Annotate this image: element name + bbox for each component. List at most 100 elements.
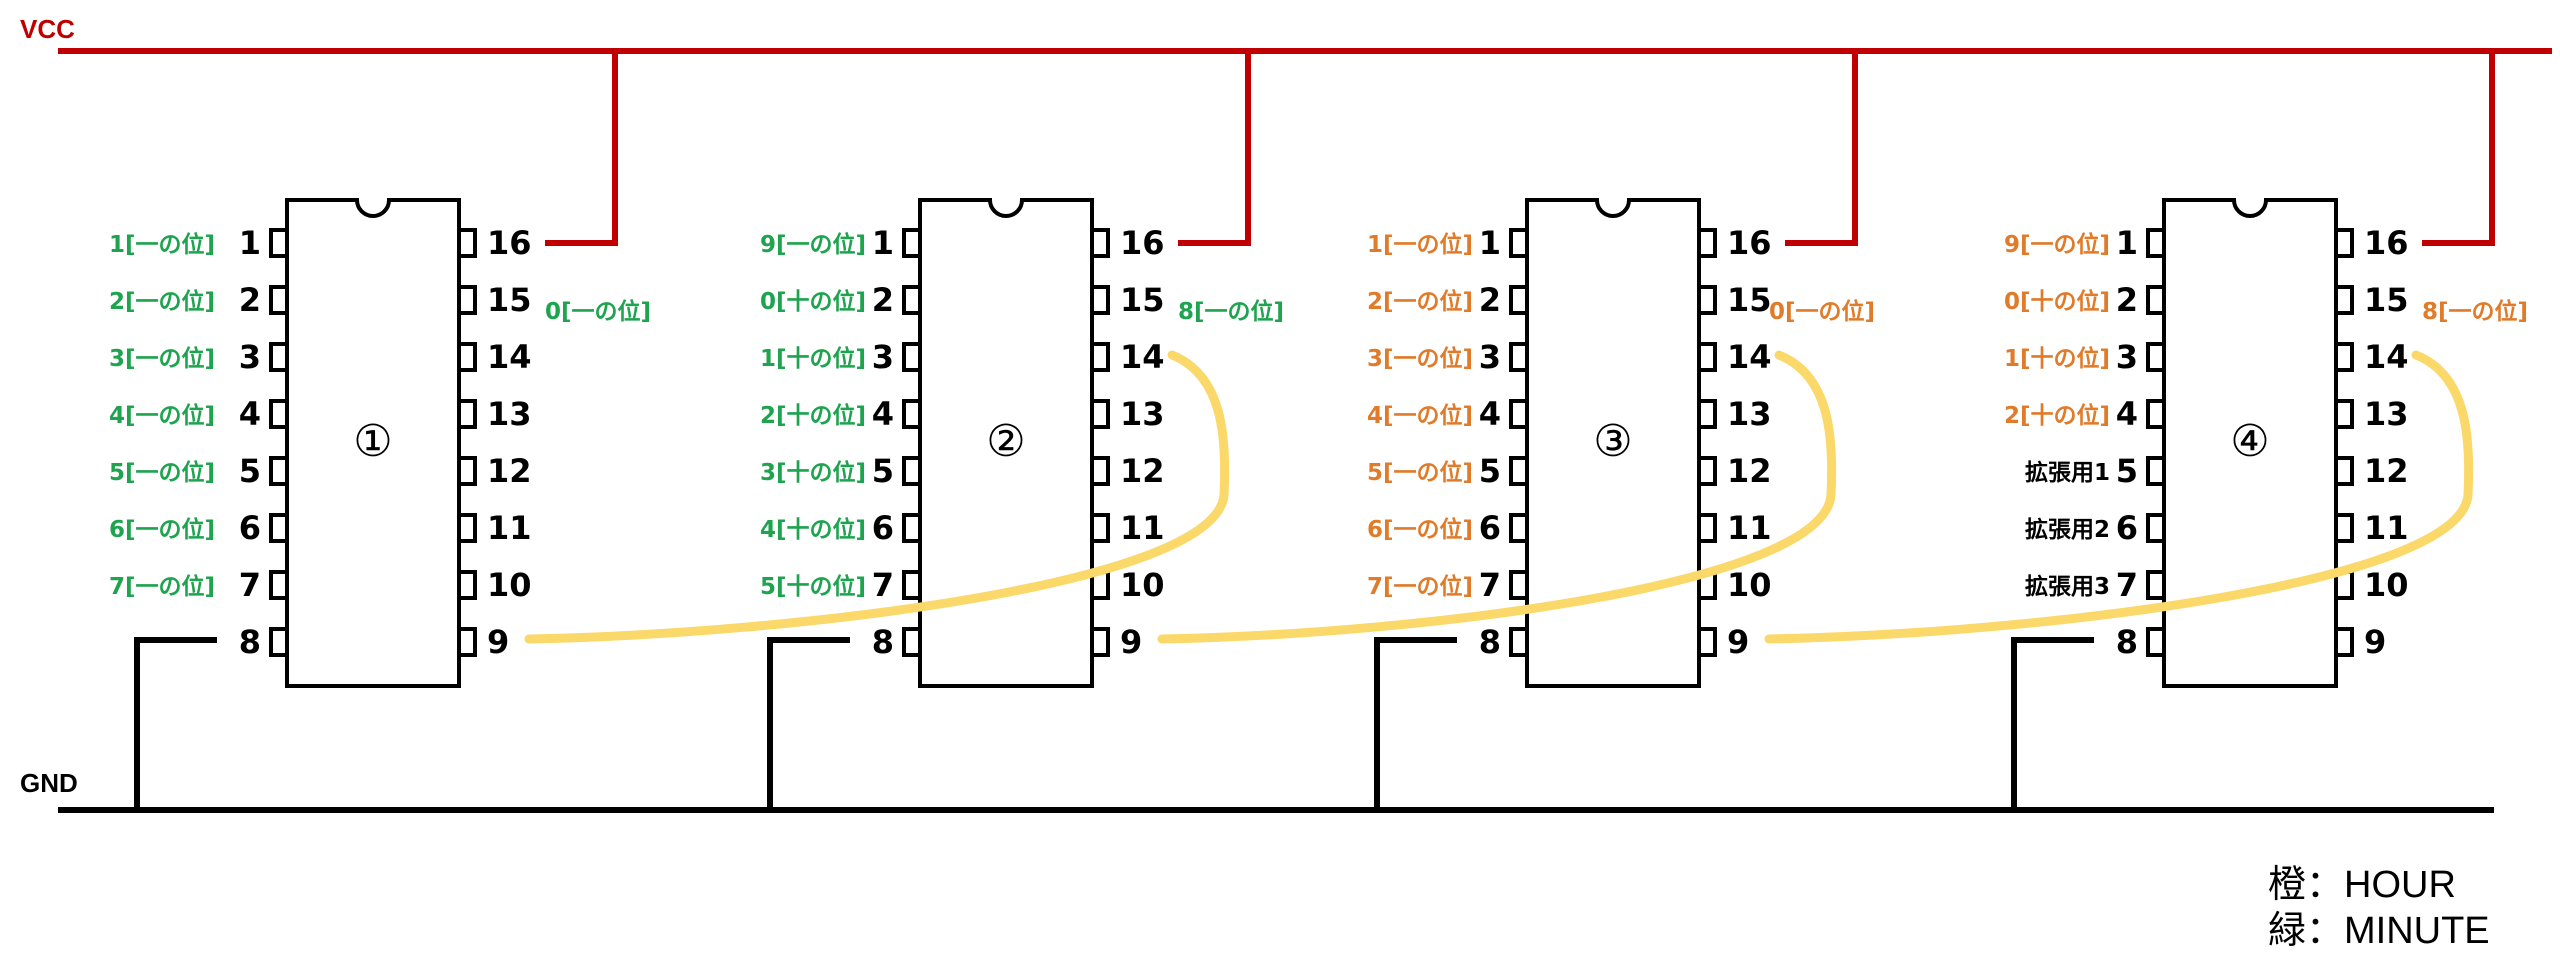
- vcc-wire: [545, 51, 618, 246]
- pin-stub: [1092, 285, 1110, 315]
- pin-stub: [1092, 627, 1110, 657]
- carry-wire: [1157, 350, 1837, 644]
- pin-number: 8: [239, 623, 261, 661]
- pin-label: 3[十の位]: [760, 459, 866, 486]
- pin-number: 14: [487, 338, 532, 376]
- pin-stub: [2146, 627, 2164, 657]
- pin-stub: [2336, 285, 2354, 315]
- pin-label: 0[十の位]: [760, 288, 866, 315]
- pin-stub: [902, 285, 920, 315]
- pin-label: 1[十の位]: [2004, 345, 2110, 372]
- wires: [134, 51, 2495, 810]
- pin-number: 8: [872, 623, 894, 661]
- pin-number: 11: [1727, 509, 1772, 547]
- ic-chip-3: ③11[一の位]1622[一の位]150[一の位]33[一の位]1444[一の位…: [1367, 198, 1875, 688]
- pin-stub: [459, 228, 477, 258]
- gnd-wire: [1374, 637, 1457, 810]
- pin-stub: [1509, 285, 1527, 315]
- pin-number: 5: [2116, 452, 2138, 490]
- pin-label: 拡張用3: [2025, 574, 2110, 600]
- pin-number: 4: [872, 395, 894, 433]
- pin-stub: [1509, 456, 1527, 486]
- pin-stub: [1509, 228, 1527, 258]
- pin-number: 11: [1120, 509, 1165, 547]
- pin-stub: [1699, 513, 1717, 543]
- pin-stub: [1699, 342, 1717, 372]
- pin-number: 11: [2364, 509, 2409, 547]
- pin-stub: [269, 342, 287, 372]
- pin-number: 10: [2364, 566, 2409, 604]
- pin-number: 15: [1727, 281, 1772, 319]
- legend-minute: 緑：MINUTE: [2268, 910, 2490, 952]
- pin-number: 6: [2116, 509, 2138, 547]
- pin-label: 0[十の位]: [2004, 288, 2110, 315]
- pin-label: 6[一の位]: [109, 516, 215, 543]
- gnd-label: GND: [20, 768, 78, 798]
- pin-number: 7: [239, 566, 261, 604]
- pin-stub: [1699, 627, 1717, 657]
- pin-stub: [902, 570, 920, 600]
- pin-stub: [269, 456, 287, 486]
- pin-stub: [459, 570, 477, 600]
- pin-label: 2[一の位]: [1367, 288, 1473, 315]
- pin-number: 13: [487, 395, 532, 433]
- pin-number: 11: [487, 509, 532, 547]
- pin-number: 4: [239, 395, 261, 433]
- pin-number: 6: [1479, 509, 1501, 547]
- pin-stub: [1509, 342, 1527, 372]
- pin-number: 14: [2364, 338, 2409, 376]
- pin-number: 16: [1120, 224, 1165, 262]
- pin-label: 4[一の位]: [1367, 402, 1473, 429]
- vcc-wire: [1785, 51, 1858, 246]
- pin-number: 4: [2116, 395, 2138, 433]
- pin-number: 10: [487, 566, 532, 604]
- pin-number: 3: [872, 338, 894, 376]
- pin-number: 12: [2364, 452, 2409, 490]
- pin-number: 3: [2116, 338, 2138, 376]
- pin-stub: [1092, 342, 1110, 372]
- pin-number: 6: [872, 509, 894, 547]
- pin-label: 1[一の位]: [109, 231, 215, 258]
- pin-stub: [1509, 570, 1527, 600]
- gnd-wire: [2011, 637, 2094, 810]
- pin-number: 16: [2364, 224, 2409, 262]
- pin-number: 8: [1479, 623, 1501, 661]
- pin-stub: [269, 513, 287, 543]
- pin-label: 2[十の位]: [760, 402, 866, 429]
- pin-label: 7[一の位]: [109, 573, 215, 600]
- pin-stub: [459, 513, 477, 543]
- pin-label: 3[一の位]: [109, 345, 215, 372]
- pin-number: 2: [239, 281, 261, 319]
- pin-label: 拡張用2: [2025, 517, 2110, 543]
- pin-number: 14: [1727, 338, 1772, 376]
- pin-number: 4: [1479, 395, 1501, 433]
- pin-label: 2[十の位]: [2004, 402, 2110, 429]
- pin-stub: [1699, 456, 1717, 486]
- pin-stub: [902, 228, 920, 258]
- pin-number: 10: [1120, 566, 1165, 604]
- pin-number: 8: [2116, 623, 2138, 661]
- pin-stub: [902, 513, 920, 543]
- pin-stub: [1092, 513, 1110, 543]
- pin-stub: [1699, 228, 1717, 258]
- pin-label: 0[一の位]: [545, 298, 651, 325]
- ic-body: [918, 198, 1094, 688]
- pin-stub: [2146, 456, 2164, 486]
- pin-number: 16: [487, 224, 532, 262]
- pin-number: 3: [1479, 338, 1501, 376]
- pin-number: 15: [1120, 281, 1165, 319]
- pin-number: 12: [1120, 452, 1165, 490]
- pin-label: 5[十の位]: [760, 573, 866, 600]
- ic-body: [285, 198, 461, 688]
- pin-stub: [459, 399, 477, 429]
- pin-number: 1: [2116, 224, 2138, 262]
- pin-label: 9[一の位]: [2004, 231, 2110, 258]
- pin-number: 16: [1727, 224, 1772, 262]
- vcc-wire: [2422, 51, 2495, 246]
- pin-stub: [2336, 513, 2354, 543]
- pin-stub: [269, 399, 287, 429]
- gnd-wire: [767, 637, 850, 810]
- pin-number: 9: [487, 623, 509, 661]
- pin-stub: [1092, 456, 1110, 486]
